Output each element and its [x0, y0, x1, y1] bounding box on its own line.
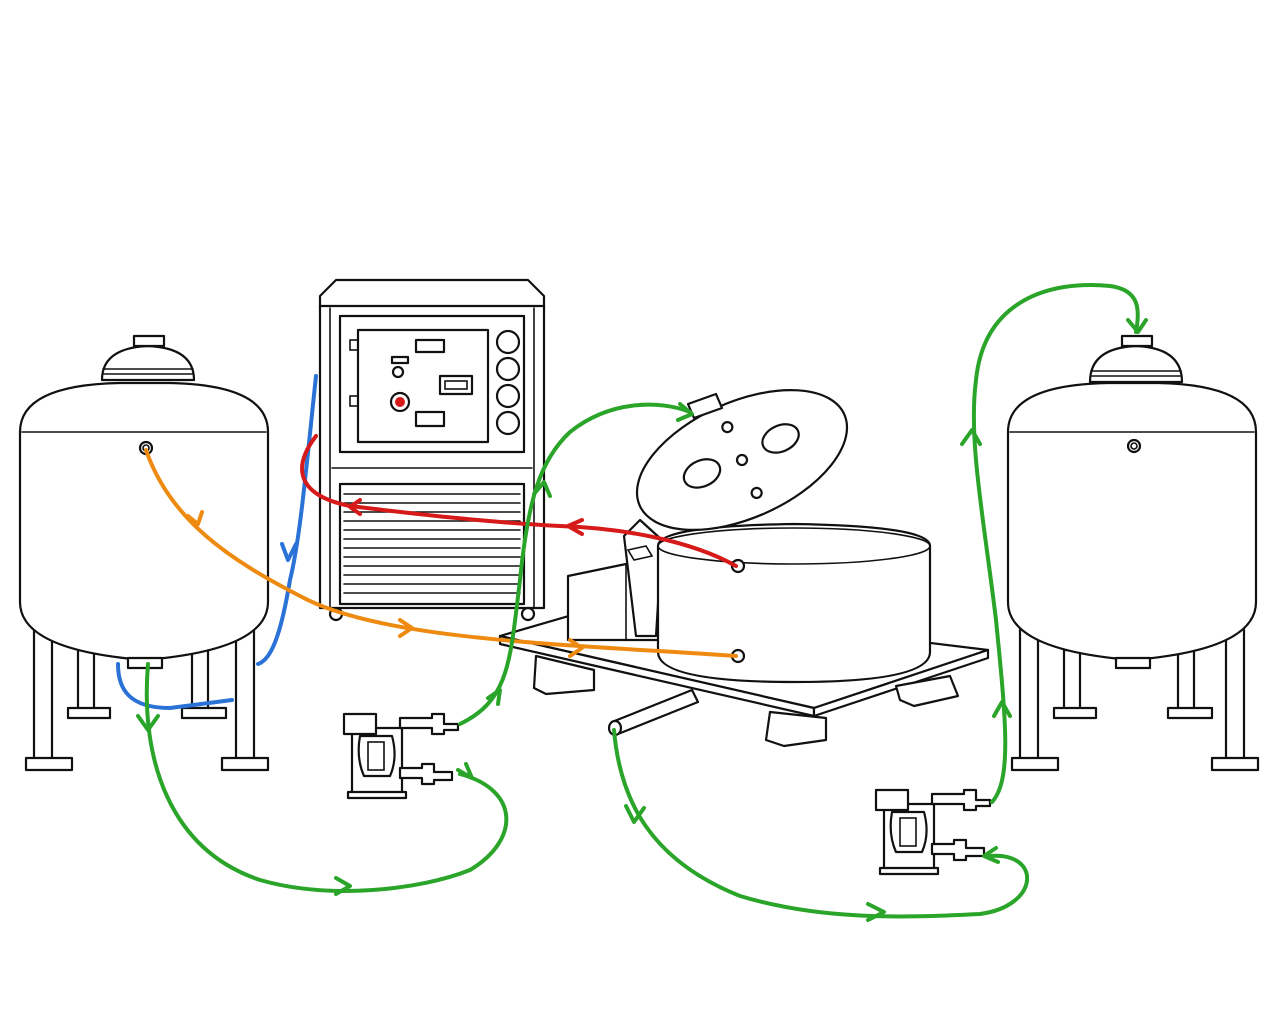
centrifuge-to-chiller-flow — [300, 434, 738, 568]
transfer-arrow-icon-2 — [398, 618, 414, 638]
product-arrow-icon-2 — [334, 876, 352, 896]
product-arrow-icon-3 — [456, 762, 474, 780]
product-arrow-icon-9 — [982, 846, 1000, 864]
product-arrow-icon-1 — [136, 714, 160, 732]
product-arrow-icon-6 — [676, 402, 694, 422]
product-arrow-icon-4 — [486, 688, 502, 706]
product-arrow-icon-11 — [960, 428, 982, 446]
product-arrow-icon-8 — [866, 902, 886, 922]
centrifuge — [498, 389, 990, 748]
product-arrow-icon-10 — [992, 700, 1012, 718]
product-arrow-icon-5 — [532, 480, 552, 498]
indicator-light-icon — [395, 397, 405, 407]
right-product-flow — [612, 283, 1148, 922]
cold-supply-pipe-lower — [116, 662, 234, 710]
transfer-pipe — [144, 448, 738, 658]
left-storage-tank — [18, 334, 270, 772]
transfer-arrow-icon-1 — [186, 510, 204, 526]
product-pipe-left-suction — [144, 662, 509, 893]
product-pipe-left-discharge — [458, 402, 692, 726]
product-arrow-icon-12 — [1126, 318, 1148, 334]
product-pipe-right-suction — [612, 728, 1030, 919]
hot-return-arrow-icon-2 — [348, 498, 362, 516]
left-tank-to-centrifuge-flow — [144, 448, 738, 658]
product-arrow-icon-7 — [624, 804, 646, 824]
chiller-unit — [318, 278, 546, 622]
right-storage-tank — [1006, 334, 1260, 772]
left-pump — [342, 712, 460, 800]
hot-return-pipe — [300, 434, 738, 568]
left-product-flow — [136, 402, 694, 896]
hot-return-arrow-icon-1 — [566, 518, 584, 536]
right-pump — [874, 788, 992, 876]
cold-supply-arrow-icon — [280, 542, 298, 562]
transfer-arrow-icon-3 — [568, 638, 584, 658]
